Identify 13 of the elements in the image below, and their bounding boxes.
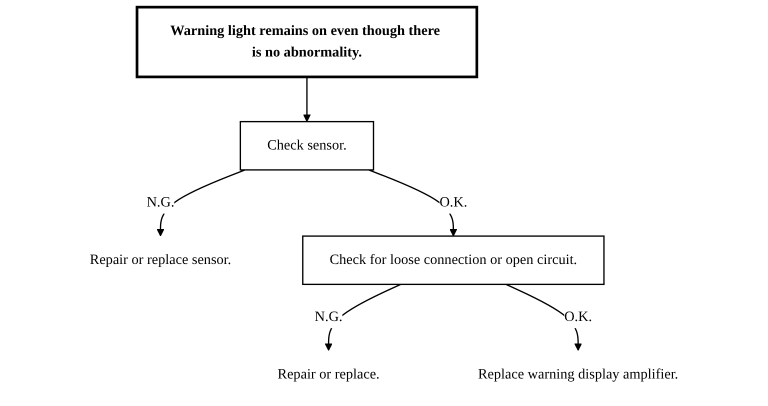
node-box: Check for loose connection or open circuit.: [302, 235, 605, 286]
edge-label: O.K.: [439, 194, 468, 210]
node-box: Check sensor.: [240, 120, 374, 171]
node-text: Replace warning display amplifier.: [478, 366, 678, 382]
node-box: Warning light remains on even though there is no abnormality.: [136, 6, 478, 78]
edge-label: N.G.: [314, 309, 342, 325]
arrow: [368, 169, 458, 236]
arrow: [156, 169, 246, 236]
arrow: [302, 76, 311, 122]
edge-label: N.G.: [146, 194, 174, 210]
node-text: Repair or replace.: [278, 366, 380, 382]
edge-label: O.K.: [564, 309, 592, 325]
node-text: Repair or replace sensor.: [90, 252, 232, 268]
